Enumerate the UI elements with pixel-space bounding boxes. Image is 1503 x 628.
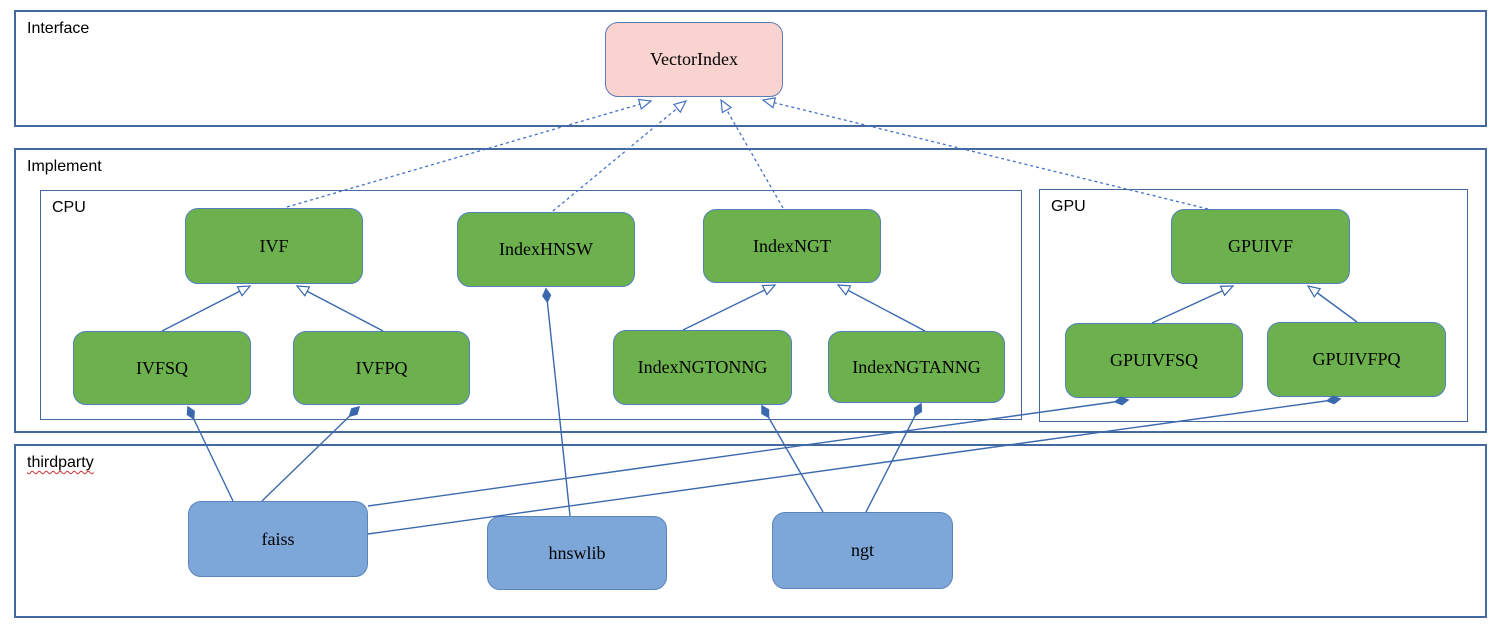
node-indexhnsw-label: IndexHNSW — [499, 239, 593, 259]
node-gpuivfsq: GPUIVFSQ — [1065, 323, 1243, 398]
node-gpuivfpq: GPUIVFPQ — [1267, 322, 1446, 397]
node-gpuivf: GPUIVF — [1171, 209, 1350, 284]
node-gpuivfpq-label: GPUIVFPQ — [1312, 349, 1401, 369]
gpu-container-label: GPU — [1051, 198, 1086, 215]
interface-container-label: Interface — [27, 20, 90, 37]
node-indexngtonng-label: IndexNGTONNG — [637, 357, 768, 377]
node-indexngt: IndexNGT — [703, 209, 881, 283]
implement-container-label: Implement — [27, 158, 102, 175]
node-faiss: faiss — [188, 501, 368, 577]
node-ivf: IVF — [185, 208, 363, 284]
node-hnswlib-label: hnswlib — [548, 542, 606, 563]
node-ngt: ngt — [772, 512, 953, 589]
node-ivfpq: IVFPQ — [293, 331, 470, 405]
node-gpuivfsq-label: GPUIVFSQ — [1109, 350, 1199, 370]
node-ivf-label: IVF — [259, 235, 289, 256]
node-ivfsq: IVFSQ — [73, 331, 251, 405]
node-hnswlib: hnswlib — [487, 516, 667, 590]
node-faiss-label: faiss — [261, 528, 295, 549]
thirdparty-container-label: thirdparty — [27, 454, 94, 471]
node-ivfsq-label: IVFSQ — [135, 357, 188, 378]
node-gpuivf-label: GPUIVF — [1227, 236, 1293, 256]
node-indexhnsw: IndexHNSW — [457, 212, 635, 287]
node-indexngt-label: IndexNGT — [753, 235, 831, 256]
node-indexngtonng: IndexNGTONNG — [613, 330, 792, 405]
node-vectorindex: VectorIndex — [605, 22, 783, 97]
cpu-container-label: CPU — [52, 199, 86, 216]
node-ngt-label: ngt — [850, 540, 874, 560]
node-ivfpq-label: IVFPQ — [355, 357, 408, 378]
node-indexngtanng-label: IndexNGTANNG — [852, 356, 981, 377]
node-vectorindex-label: VectorIndex — [650, 49, 738, 69]
node-indexngtanng: IndexNGTANNG — [828, 331, 1005, 403]
